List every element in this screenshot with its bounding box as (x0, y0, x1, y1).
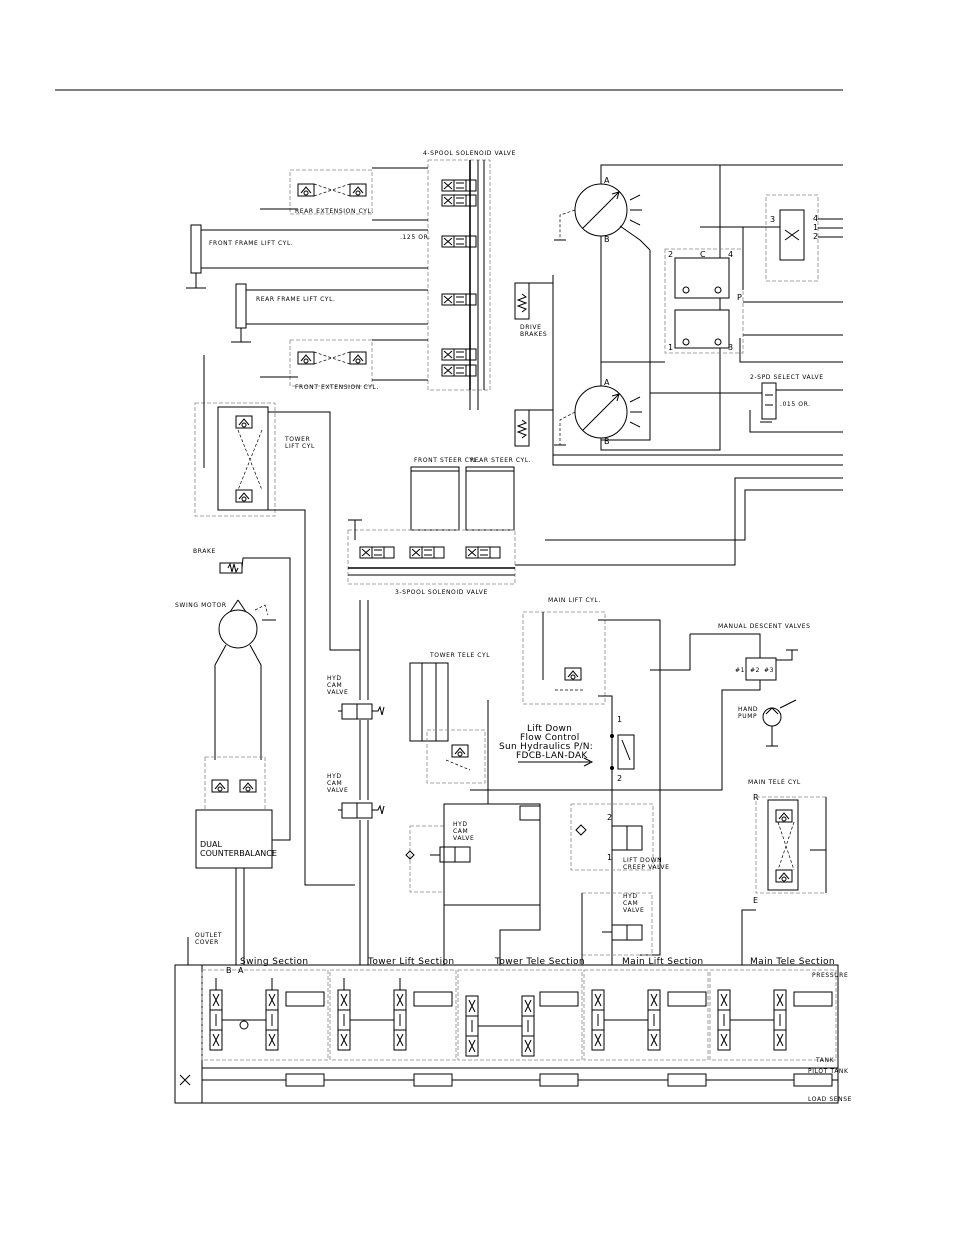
pump-top-port-b: B (604, 235, 610, 244)
fd-port-c: C (700, 250, 706, 259)
orifice-125-label: .125 OR. (400, 234, 431, 241)
fd-port-2: 2 (668, 250, 673, 259)
flow-control: 1 2 Lift Down Flow Control Sun Hydraulic… (499, 715, 635, 783)
orifice-015-label: .015 OR. (780, 401, 811, 408)
sv-port-2: 2 (813, 232, 818, 241)
pressure-label: PRESSURE (812, 972, 848, 979)
front-frame-lift-cyl-label: FRONT FRAME LIFT CYL. (209, 240, 293, 247)
flow-control-text: Lift Down Flow Control Sun Hydraulics P/… (499, 724, 596, 761)
tank-label: TANK (815, 1057, 835, 1064)
fd-port-4: 4 (728, 250, 733, 259)
descent-valve-2: #2 (750, 667, 760, 674)
front-extension-cyl-label: FRONT EXTENSION CYL. (295, 384, 379, 391)
manual-descent-valves-label: MANUAL DESCENT VALVES (718, 623, 811, 630)
brake: BRAKE (193, 548, 291, 841)
rear-frame-lift-cyl-label: REAR FRAME LIFT CYL. (256, 296, 336, 303)
fd-port-3: 3 (728, 343, 733, 352)
pilot-tank-label: PILOT TANK (808, 1068, 849, 1075)
descent-valve-1: #1 (735, 667, 745, 674)
section-tower-tele: Tower Tele Section (494, 957, 585, 967)
brake-label: BRAKE (193, 548, 216, 555)
pump-bottom-port-a: A (604, 378, 610, 387)
fd-port-p: P (737, 293, 742, 302)
tower-tele-cyl-label: TOWER TELE CYL (429, 652, 490, 659)
swing-motor: SWING MOTOR (175, 599, 276, 760)
three-spool-valve: 3-SPOOL SOLENOID VALVE (347, 519, 516, 596)
rear-steer-cyl: REAR STEER CYL. (465, 457, 531, 531)
swing-port-a: A (238, 966, 244, 975)
pump-top-port-a: A (604, 176, 610, 185)
flow-control-arrow (518, 757, 594, 767)
creep-port-2: 2 (607, 813, 612, 822)
section-main-tele: Main Tele Section (750, 957, 835, 967)
descent-valve-3: #3 (764, 667, 774, 674)
section-tower-lift: Tower Lift Section (367, 957, 455, 967)
four-spool-valve-label: 4-SPOOL SOLENOID VALVE (423, 150, 516, 157)
main-lift-cyl-label: MAIN LIFT CYL. (548, 597, 601, 604)
tower-tele-cyl: TOWER TELE CYL (409, 652, 490, 784)
mt-port-e: E (753, 896, 758, 905)
load-sense-label: LOAD SENSE (808, 1096, 852, 1103)
front-extension-cyl: FRONT EXTENSION CYL. (260, 339, 428, 391)
rear-steer-cyl-label: REAR STEER CYL. (470, 457, 531, 464)
fc-port-1: 1 (617, 715, 622, 724)
flow-divider: 2 C 4 P 1 3 (664, 248, 843, 354)
swing-motor-label: SWING MOTOR (175, 602, 227, 609)
rear-extension-cyl-label: REAR EXTENSION CYL. (295, 208, 374, 215)
drive-pump-bottom: A B (554, 378, 642, 446)
drive-pump-top: A B (554, 176, 651, 251)
sv-port-3: 3 (770, 215, 775, 224)
drive-brakes-label: DRIVE BRAKES (520, 324, 547, 338)
sv-port-4: 4 (813, 214, 818, 223)
fd-port-1: 1 (668, 343, 673, 352)
swing-port-b: B (226, 966, 232, 975)
three-spool-valve-label: 3-SPOOL SOLENOID VALVE (395, 589, 488, 596)
two-spd-select-valve-label: 2-SPD SELECT VALVE (750, 374, 824, 381)
front-steer-cyl-label: FRONT STEER CYL. (414, 457, 480, 464)
section-main-lift: Main Lift Section (622, 957, 704, 967)
section-swing: Swing Section (240, 957, 309, 967)
pump-bottom-port-b: B (604, 437, 610, 446)
rear-extension-cyl: REAR EXTENSION CYL. (260, 167, 428, 221)
rear-frame-lift-cyl: REAR FRAME LIFT CYL. (231, 283, 428, 343)
main-tele-cyl-label: MAIN TELE CYL (748, 779, 801, 786)
main-tele-cyl: MAIN TELE CYL R E (741, 779, 827, 965)
select-valve: 3 4 1 2 (700, 194, 843, 290)
four-spool-valve: 4-SPOOL SOLENOID VALVE (423, 150, 516, 410)
sv-port-1: 1 (813, 223, 818, 232)
fc-port-2: 2 (617, 774, 622, 783)
drive-brakes: DRIVE BRAKES (514, 275, 554, 447)
two-spd-select-valve: 2-SPD SELECT VALVE .015 OR. (650, 374, 843, 433)
front-frame-lift-cyl: FRONT FRAME LIFT CYL. .125 OR. (186, 224, 431, 289)
creep-port-1: 1 (607, 853, 612, 862)
